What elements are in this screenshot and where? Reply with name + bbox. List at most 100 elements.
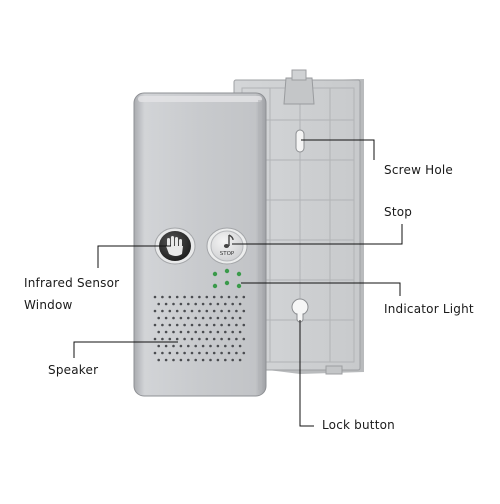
speaker-hole [209,330,212,334]
speaker-hole [242,295,246,299]
speaker-hole [209,302,212,306]
speaker-hole [224,330,227,334]
speaker-hole [179,358,183,362]
infrared-sensor-window [154,227,196,265]
leader-lines [73,139,403,427]
speaker-hole [179,302,183,306]
speaker-hole [187,316,190,320]
speaker-hole [157,316,160,320]
speaker-hole [194,316,197,320]
speaker-hole [212,309,216,313]
speaker-hole [242,337,246,341]
speaker-hole [209,344,212,348]
speaker-hole [205,323,209,327]
leader-screw-hole [301,139,375,160]
label-infrared-window: Window [24,298,73,312]
speaker-hole [194,302,197,306]
speaker-hole [164,358,168,362]
speaker-hole [205,295,209,299]
speaker-hole [179,316,183,320]
speaker-hole [216,316,220,320]
speaker-hole [187,330,190,334]
speaker-hole [238,302,242,306]
speaker-hole [224,302,227,306]
speaker-hole [212,351,216,355]
speaker-hole [187,344,190,348]
speaker-hole [157,344,160,348]
speaker-hole [198,351,201,355]
speaker-hole [183,309,186,313]
speaker-hole [231,302,234,306]
speaker-hole [157,330,160,334]
speaker-hole [231,316,234,320]
speaker-hole [238,316,242,320]
speaker-hole [172,302,175,306]
speaker-hole [175,295,179,299]
speaker-hole [153,323,157,327]
speaker-hole [201,330,205,334]
speaker-hole [190,337,194,341]
speaker-hole [242,323,246,327]
speaker-hole [235,309,238,313]
speaker-hole [179,344,183,348]
speaker-hole [172,358,175,362]
speaker-hole [238,330,242,334]
speaker-hole [209,358,212,362]
speaker-hole [198,337,201,341]
speaker-hole [220,323,223,327]
speaker-hole [227,295,231,299]
speaker-hole [161,309,164,313]
label-lock-button: Lock button [322,418,395,432]
speaker-hole [161,337,164,341]
speaker-hole [220,309,223,313]
speaker-hole [242,309,246,313]
stop-button[interactable]: STOP [206,227,248,265]
speaker-hole [220,351,223,355]
speaker-hole [235,295,238,299]
speaker-hole [198,309,201,313]
speaker-hole [194,344,197,348]
speaker-hole [205,309,209,313]
speaker-hole [209,316,212,320]
speaker-hole [194,330,197,334]
speaker-hole [153,351,157,355]
hand-icon [166,236,183,256]
speaker-hole [172,316,175,320]
speaker-hole [198,323,201,327]
speaker-hole [216,330,220,334]
speaker-hole [235,351,238,355]
speaker-hole [227,351,231,355]
speaker-hole [153,309,157,313]
speaker-hole [175,337,179,341]
speaker-hole [198,295,201,299]
stop-button-text: STOP [220,251,235,257]
speaker-hole [161,323,164,327]
speaker-hole [224,316,227,320]
speaker-grille [153,295,246,362]
speaker-hole [172,344,175,348]
speaker-hole [220,295,223,299]
speaker-hole [201,344,205,348]
speaker-hole [216,344,220,348]
speaker-hole [205,351,209,355]
leader-lock [299,320,314,427]
speaker-hole [168,295,172,299]
speaker-hole [183,337,186,341]
speaker-hole [164,344,168,348]
leader-stop [232,224,403,245]
speaker-hole [183,295,186,299]
speaker-hole [201,316,205,320]
leader-infrared [97,245,171,268]
speaker-hole [164,330,168,334]
label-stop: Stop [384,205,413,219]
speaker-hole [194,358,197,362]
speaker-hole [190,295,194,299]
lock-hole [291,298,309,323]
speaker-hole [161,295,164,299]
speaker-hole [190,351,194,355]
speaker-hole [153,295,157,299]
screw-hole [295,129,305,153]
speaker-hole [153,337,157,341]
speaker-hole [183,323,186,327]
